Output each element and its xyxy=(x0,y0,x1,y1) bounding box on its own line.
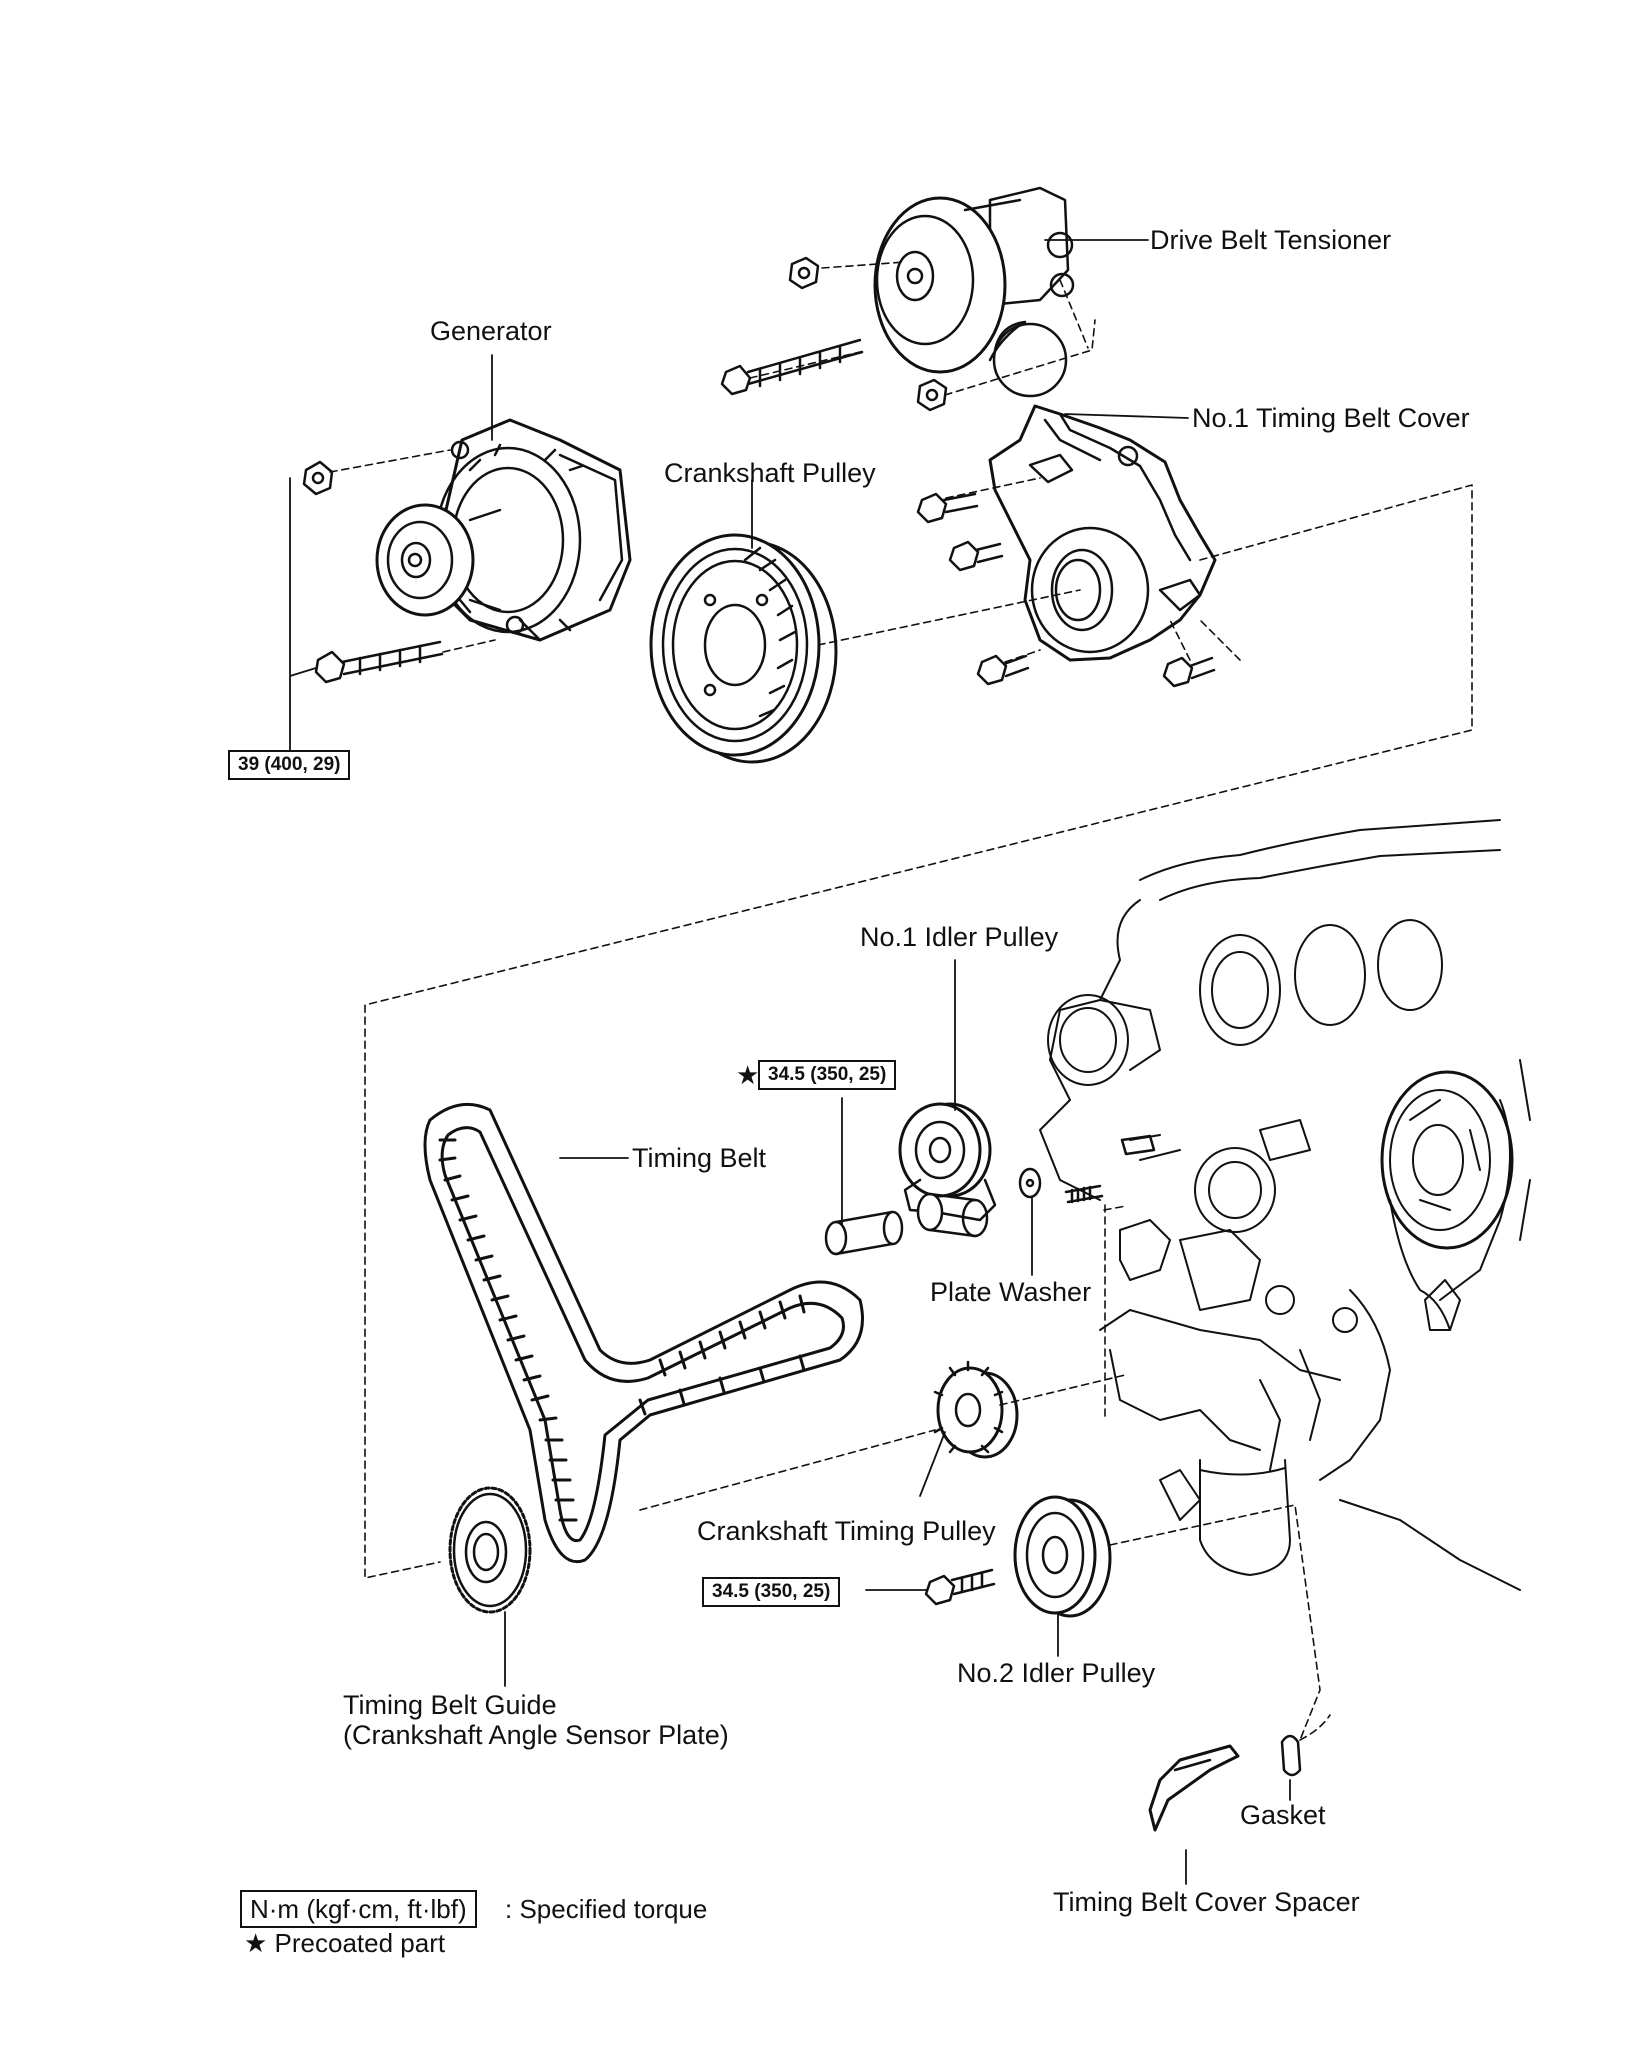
label-drive-belt-tensioner: Drive Belt Tensioner xyxy=(1150,225,1392,255)
no1-idler-bolt-drawing xyxy=(824,1210,904,1256)
leader-lines xyxy=(289,239,1291,1885)
torque-generator-bolts: 39 (400, 29) xyxy=(228,750,351,780)
generator-drawing xyxy=(375,418,632,642)
no1-timing-belt-cover-bolts xyxy=(916,492,1216,688)
stud-bolt-drawing xyxy=(1064,1134,1156,1204)
timing-belt-drawing xyxy=(423,1102,864,1563)
precoat-star-icon: ★ xyxy=(736,1060,760,1090)
generator-fasteners xyxy=(302,460,444,684)
no1-timing-belt-cover-drawing xyxy=(988,404,1217,662)
label-timing-belt-guide-line1: Timing Belt Guide xyxy=(343,1690,557,1720)
label-timing-belt: Timing Belt xyxy=(632,1143,767,1173)
no2-idler-pulley-drawing xyxy=(1013,1495,1112,1618)
drive-belt-tensioner-drawing xyxy=(873,186,1075,398)
label-no1-timing-belt-cover: No.1 Timing Belt Cover xyxy=(1192,403,1470,433)
legend-torque-desc: : Specified torque xyxy=(505,1894,708,1924)
timing-belt-guide-drawing xyxy=(448,1486,532,1614)
timing-belt-cover-spacer-drawing xyxy=(1148,1744,1240,1832)
torque-no2-idler-bolt: 34.5 (350, 25) xyxy=(702,1577,841,1607)
label-timing-belt-cover-spacer: Timing Belt Cover Spacer xyxy=(1053,1887,1360,1917)
label-timing-belt-guide-line2: (Crankshaft Angle Sensor Plate) xyxy=(343,1720,729,1750)
label-crankshaft-timing-pulley: Crankshaft Timing Pulley xyxy=(697,1516,996,1546)
gasket-drawing xyxy=(1280,1734,1302,1777)
legend-torque-unit-box: N·m (kgf·cm, ft·lbf) xyxy=(240,1890,477,1928)
drive-belt-tensioner-fasteners xyxy=(720,256,948,412)
label-gasket: Gasket xyxy=(1240,1800,1326,1830)
crankshaft-pulley-drawing xyxy=(649,533,838,764)
no1-idler-pulley-drawing xyxy=(898,1102,997,1238)
engine-block-drawing xyxy=(1039,819,1531,1591)
crankshaft-timing-pulley-drawing xyxy=(933,1360,1019,1459)
label-no2-idler-pulley: No.2 Idler Pulley xyxy=(957,1658,1156,1688)
label-no1-idler-pulley: No.1 Idler Pulley xyxy=(860,922,1059,952)
label-timing-belt-guide: Timing Belt Guide (Crankshaft Angle Sens… xyxy=(343,1690,729,1750)
label-generator: Generator xyxy=(430,316,552,346)
alignment-dashed-lines xyxy=(329,261,1473,1741)
label-crankshaft-pulley: Crankshaft Pulley xyxy=(664,458,876,488)
plate-washer-drawing xyxy=(1018,1167,1042,1199)
legend-precoat-desc: ★ Precoated part xyxy=(244,1928,446,1958)
label-plate-washer: Plate Washer xyxy=(930,1277,1092,1307)
torque-no1-idler-bolt: 34.5 (350, 25) xyxy=(758,1060,897,1090)
no2-idler-bolt-drawing xyxy=(924,1568,996,1606)
